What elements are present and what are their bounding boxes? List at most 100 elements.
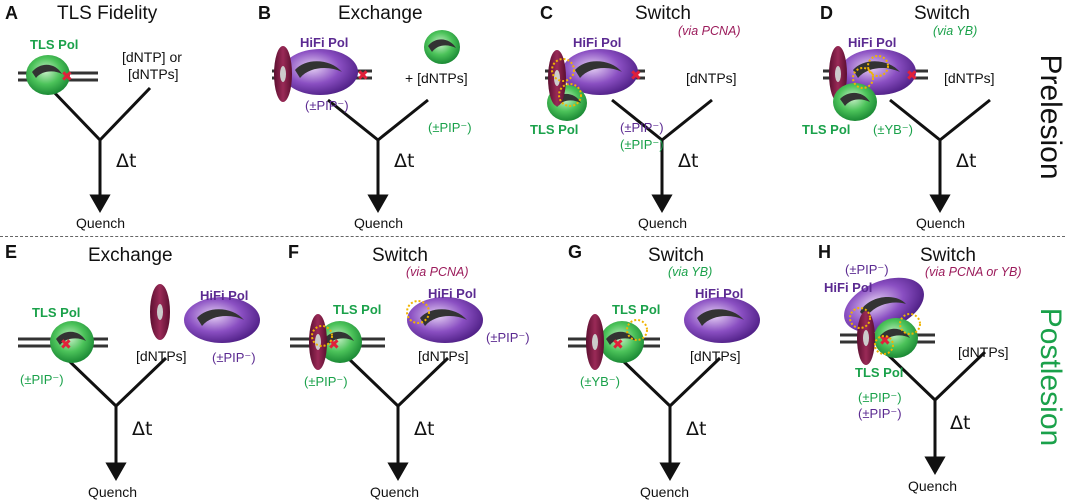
panel-note-d: (via YB) (933, 24, 978, 38)
tls-pol-label-a: TLS Pol (30, 37, 79, 52)
hifi-pol-label-f: HiFi Pol (428, 286, 477, 301)
panel-letter-d: D (820, 3, 833, 23)
hifi-pol-label-e: HiFi Pol (200, 288, 249, 303)
tls-pol-label-c: TLS Pol (530, 122, 579, 137)
panel-letter-e: E (5, 242, 18, 262)
dntps-label-h: [dNTPs] (958, 344, 1009, 360)
panel-title-c: Switch (635, 3, 691, 24)
delta-t-a: Δt (116, 150, 137, 172)
panel-title-e: Exchange (88, 245, 173, 266)
panel-d-complex: ✖ (823, 46, 928, 121)
panel-letter-g: G (568, 242, 583, 262)
panel-h-complex: ✖ (840, 277, 935, 365)
hifi-pol-label-c: HiFi Pol (573, 35, 622, 50)
hifi-pol-shape (684, 297, 760, 343)
tls-pol-label-h: TLS Pol (855, 365, 904, 380)
pip-hifi-c: (±PIP⁻) (620, 120, 664, 135)
panel-letter-b: B (258, 3, 271, 23)
lesion-icon: ✖ (612, 337, 624, 353)
flow-arrow-H (883, 350, 987, 476)
delta-t-d: Δt (956, 150, 977, 172)
hifi-pol-label-d: HiFi Pol (848, 35, 897, 50)
panel-letter-f: F (288, 242, 299, 262)
panel-letter-c: C (540, 3, 553, 23)
delta-t-b: Δt (394, 150, 415, 172)
dntps-label-g: [dNTPs] (690, 348, 741, 364)
tls-pol-shape (833, 83, 877, 121)
quench-h: Quench (908, 478, 958, 494)
lesion-icon: ✖ (906, 68, 918, 84)
quench-f: Quench (370, 484, 420, 500)
panel-letter-h: H (818, 242, 831, 262)
hifi-pol-label-h: HiFi Pol (824, 280, 873, 295)
hifi-pol-label-b: HiFi Pol (300, 35, 349, 50)
quench-d: Quench (916, 215, 966, 231)
panel-a-complex: ✖ (18, 55, 98, 95)
quench-a: Quench (76, 215, 126, 231)
tls-pol-shape (600, 321, 644, 363)
panel-note-c: (via PCNA) (678, 24, 741, 38)
delta-t-f: Δt (414, 418, 435, 440)
panel-note-f: (via PCNA) (406, 265, 469, 279)
dntps-label-f: [dNTPs] (418, 348, 469, 364)
dntps-label-b: + [dNTPs] (405, 70, 468, 86)
lesion-icon: ✖ (60, 337, 72, 353)
quench-b: Quench (354, 215, 404, 231)
panel-e-complex: ✖ (18, 284, 260, 363)
tls-pol-shape (26, 55, 70, 95)
quench-g: Quench (640, 484, 690, 500)
panel-title-g: Switch (648, 245, 704, 266)
panel-title-a: TLS Fidelity (57, 3, 158, 24)
delta-t-e: Δt (132, 418, 153, 440)
tls-pol-shape (50, 321, 94, 363)
dntp-label-a2: [dNTPs] (128, 66, 179, 82)
panel-title-d: Switch (914, 3, 970, 24)
pip-tls-b: (±PIP⁻) (428, 120, 472, 135)
yb-label-d: (±YB⁻) (873, 122, 913, 137)
panel-g-complex: ✖ (568, 297, 760, 370)
pip-hifi-b: (±PIP⁻) (305, 98, 349, 113)
flow-arrow-D (889, 98, 991, 214)
hifi-pol-shape (562, 49, 638, 95)
flow-arrow-A (48, 86, 152, 214)
panel-c-complex: ✖ (545, 49, 645, 121)
lesion-icon: ✖ (879, 333, 891, 349)
pip-hifi-e: (±PIP⁻) (212, 350, 256, 365)
hifi-pol-shape (184, 297, 260, 343)
delta-t-g: Δt (686, 418, 707, 440)
flow-arrow-E (64, 356, 168, 482)
panel-title-b: Exchange (338, 3, 423, 24)
lesion-icon: ✖ (328, 337, 340, 353)
section-label-postlesion: Postlesion (1034, 307, 1065, 447)
dntps-label-e: [dNTPs] (136, 348, 187, 364)
lesion-icon: ✖ (630, 68, 642, 84)
panel-note-g: (via YB) (668, 265, 713, 279)
lesion-icon: ✖ (61, 69, 73, 85)
flow-arrow-C (611, 98, 713, 214)
tls-pol-label-e: TLS Pol (32, 305, 81, 320)
panel-f-complex: ✖ (290, 297, 483, 370)
pip-tls-e: (±PIP⁻) (20, 372, 64, 387)
tls-pol-label-f: TLS Pol (333, 302, 382, 317)
yb-label-g: (±YB⁻) (580, 374, 620, 389)
flow-arrow-B (327, 98, 429, 214)
tls-pol-shape (424, 30, 460, 64)
delta-t-h: Δt (950, 412, 971, 434)
tls-pol-label-g: TLS Pol (612, 302, 661, 317)
quench-c: Quench (638, 215, 688, 231)
section-divider (0, 236, 1065, 237)
panel-note-h: (via PCNA or YB) (925, 265, 1022, 279)
panel-letter-a: A (5, 3, 18, 23)
flow-arrow-G (618, 356, 722, 482)
tls-pol-shape (874, 318, 918, 358)
pip-tls-f: (±PIP⁻) (304, 374, 348, 389)
tls-pol-label-d: TLS Pol (802, 122, 851, 137)
hifi-pol-label-g: HiFi Pol (695, 286, 744, 301)
pip-hifi-f: (±PIP⁻) (486, 330, 530, 345)
tls-pol-shape (318, 321, 362, 363)
panel-title-h: Switch (920, 245, 976, 266)
hifi-pol-shape (282, 49, 358, 95)
pip-tls-h1: (±PIP⁻) (858, 390, 902, 405)
hifi-pol-shape (407, 297, 483, 343)
